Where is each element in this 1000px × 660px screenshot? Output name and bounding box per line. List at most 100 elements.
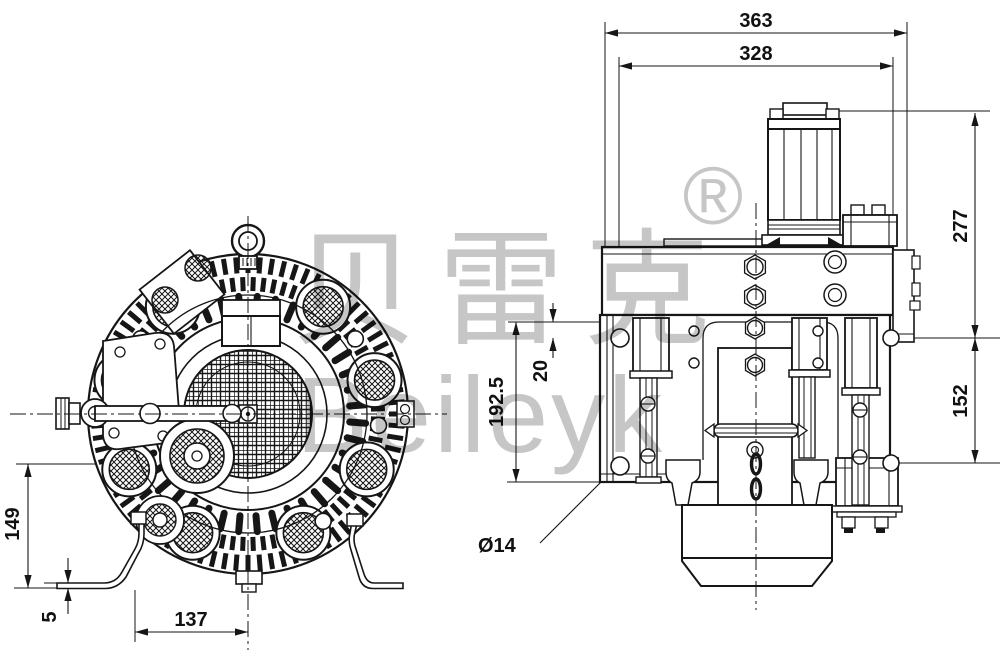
- dim-foot-span: 137: [174, 609, 207, 631]
- side-panel: [892, 249, 915, 343]
- column-bolt: [746, 319, 764, 337]
- drawing-circle: [827, 254, 843, 270]
- dimension-labels: 363 328 277 152 192.5 20 Ø14 137 149 5: [2, 10, 972, 631]
- dim-overall-width: 363: [739, 10, 772, 32]
- filter-cap-handle: [782, 102, 828, 116]
- left-bracket-foot: [635, 476, 662, 484]
- dimension-arrow: [24, 575, 32, 588]
- bolt-boss-hatch: [345, 448, 388, 491]
- cooling-fin: [278, 260, 288, 278]
- inner-panel-outline: [702, 321, 839, 460]
- panel-clip: [909, 300, 921, 311]
- bolt-boss-hatch: [302, 285, 344, 328]
- cooling-fin: [368, 435, 383, 444]
- dimension-arrow: [24, 464, 32, 477]
- vent-slot: [310, 488, 329, 508]
- mount-hole-upper: [610, 328, 630, 348]
- cooling-fin: [267, 258, 276, 276]
- side-view-blower: [598, 102, 921, 610]
- rib-tip: [703, 422, 715, 439]
- dim-hole-offset: 20: [530, 360, 552, 382]
- watermark-chinese: 贝雷克: [292, 220, 730, 361]
- watermark-latin: Beileyk: [296, 354, 665, 475]
- dim-axis-height: 149: [2, 507, 24, 540]
- inlet-port: [151, 286, 179, 314]
- gland-foot: [876, 528, 885, 533]
- cooling-fin: [220, 258, 229, 276]
- dim-mount-width: 328: [739, 43, 772, 65]
- cooling-fin: [233, 554, 240, 571]
- dimension-arrow: [971, 450, 979, 463]
- small-bolt-hole: [346, 330, 365, 348]
- drain-boss: [235, 570, 263, 585]
- dim-height-lower: 152: [950, 384, 972, 417]
- weld-wedge: [828, 237, 842, 245]
- dim-height-upper: 277: [950, 209, 972, 242]
- cooling-fin: [233, 257, 240, 274]
- cooling-fin: [343, 488, 358, 501]
- vent-slot: [252, 512, 261, 536]
- motor-housing: [681, 504, 833, 559]
- cooling-fin: [370, 406, 385, 412]
- panel-clip: [911, 255, 921, 270]
- dimension-arrow: [512, 469, 520, 482]
- vent-slot: [268, 509, 279, 533]
- dim-left-height: 192.5: [486, 377, 508, 427]
- cooling-fin: [353, 503, 370, 518]
- cooling-fin: [229, 277, 237, 293]
- cooling-fin: [353, 310, 370, 325]
- cover-screw: [108, 427, 120, 439]
- lower-boss-bore: [152, 512, 168, 528]
- plate-bolt: [746, 288, 764, 306]
- outer-bracket-cap: [841, 387, 881, 396]
- panel-hole: [688, 325, 700, 337]
- vent-slot: [283, 301, 297, 324]
- vent-slot: [235, 512, 244, 536]
- cooling-fin: [229, 535, 237, 551]
- rib-tip: [797, 422, 809, 439]
- dimension-arrow: [235, 628, 248, 636]
- registered-trademark-icon: ®: [683, 151, 743, 242]
- cooling-fin: [267, 552, 276, 570]
- cooling-fin: [208, 260, 218, 278]
- panel-hole: [688, 357, 700, 369]
- dimension-arrow: [894, 29, 907, 37]
- top-port-flange: [221, 299, 281, 317]
- vent-slot: [343, 434, 367, 445]
- panel-hole: [812, 325, 824, 337]
- bolt-boss-hatch: [282, 511, 325, 554]
- cooling-fin: [329, 502, 343, 517]
- gland-plate: [829, 505, 903, 513]
- dimension-arrow: [971, 113, 979, 126]
- outer-bracket-channel: [844, 317, 878, 389]
- vent-slot: [331, 348, 353, 365]
- plate-bolt: [746, 258, 764, 276]
- cooling-fin: [119, 319, 136, 334]
- right-foot-tab: [346, 513, 364, 527]
- bolt-boss-hatch: [108, 448, 151, 491]
- cooling-fin: [126, 310, 143, 325]
- dimension-arrow: [549, 309, 557, 322]
- small-bolt-hole: [314, 512, 332, 531]
- cooling-fin: [336, 495, 351, 509]
- gland-plate-2: [836, 511, 897, 518]
- filter-cap-band: [767, 118, 841, 130]
- panel-clip: [911, 282, 921, 297]
- vent-slot: [346, 418, 370, 427]
- gland-foot: [844, 528, 853, 533]
- plate-hole: [823, 283, 847, 307]
- cooling-fin: [278, 281, 288, 297]
- cooling-fin: [278, 550, 288, 568]
- cooling-fin: [259, 277, 267, 293]
- vent-slot: [217, 509, 228, 533]
- cooling-fin: [250, 536, 256, 551]
- dim-hole-diameter: Ø14: [478, 535, 517, 557]
- drawing-circle: [827, 287, 843, 303]
- right-foot-bracket: [348, 523, 404, 590]
- dimension-arrow: [135, 628, 148, 636]
- vent-slot: [322, 476, 342, 495]
- mount-hole-right-lower: [882, 454, 900, 472]
- drive-boss-bore: [183, 442, 211, 470]
- cooling-fin: [289, 263, 299, 281]
